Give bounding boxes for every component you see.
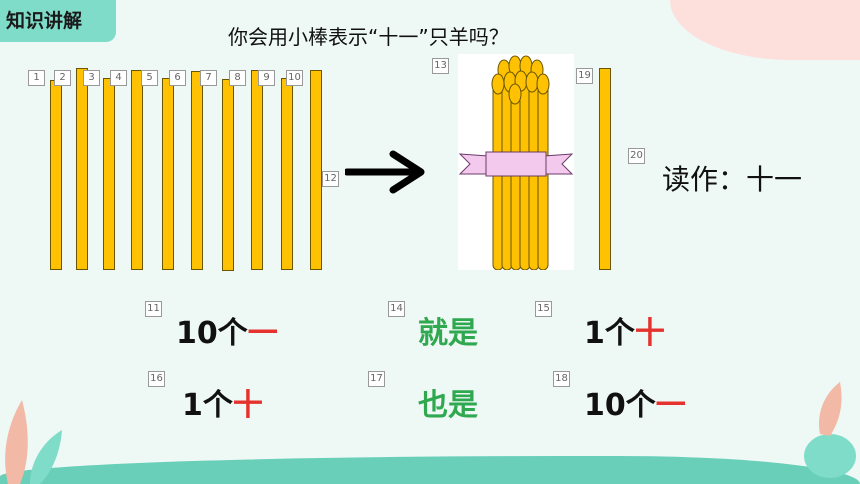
row1-right-text: 1个十: [584, 308, 665, 352]
row2-left-count: 1个: [182, 388, 233, 423]
single-stick: [599, 68, 611, 270]
row1-left-unit: 一: [247, 316, 278, 351]
number-box: 15: [535, 301, 552, 317]
number-box: 13: [432, 58, 449, 74]
row2-right-text: 10个一: [584, 380, 686, 424]
number-box: 20: [628, 148, 645, 164]
stick: [310, 70, 322, 270]
section-tag: 知识讲解: [0, 0, 116, 42]
stick: [191, 71, 203, 270]
number-box: 1: [28, 70, 45, 86]
stick: [222, 79, 234, 271]
number-box: 8: [229, 70, 246, 86]
question-text: 你会用小棒表示“十一”只羊吗？: [228, 25, 509, 49]
row2-left-text: 1个十: [182, 380, 263, 424]
decorative-blob-top: [670, 0, 860, 60]
row1-left-text: 10个一: [176, 308, 278, 352]
decorative-band-bottom: [0, 456, 860, 484]
row1-connector: 就是: [418, 316, 478, 351]
stick: [131, 70, 143, 270]
leaf-decoration-right-icon: [804, 382, 856, 478]
row1-right-count: 1个: [584, 316, 635, 351]
row2-right-unit: 一: [655, 388, 686, 423]
stick: [50, 80, 62, 270]
stick-bundle-icon: [458, 55, 574, 270]
stick: [251, 70, 263, 270]
reading-text: 读作：十一: [662, 163, 803, 196]
number-box: 2: [54, 70, 71, 86]
stick: [76, 68, 88, 270]
number-box: 17: [368, 371, 385, 387]
number-box: 10: [286, 70, 303, 86]
number-box: 7: [200, 70, 217, 86]
number-box: 3: [83, 70, 100, 86]
row1-right-unit: 十: [634, 316, 665, 351]
leaf-decoration-left-icon: [5, 400, 62, 484]
number-box: 18: [553, 371, 570, 387]
stick: [103, 78, 115, 270]
row1-left-count: 10个: [176, 316, 248, 351]
number-box: 4: [110, 70, 127, 86]
number-box: 12: [322, 171, 339, 187]
number-box: 16: [148, 371, 165, 387]
number-box: 5: [141, 70, 158, 86]
number-box: 6: [169, 70, 186, 86]
row2-connector: 也是: [418, 388, 478, 423]
number-box: 14: [388, 301, 405, 317]
number-box: 19: [576, 68, 593, 84]
number-box: 11: [145, 301, 162, 317]
number-box: 9: [258, 70, 275, 86]
stick: [162, 78, 174, 270]
right-arrow-icon: [345, 150, 425, 194]
row2-right-count: 10个: [584, 388, 656, 423]
stick: [281, 78, 293, 270]
row2-left-unit: 十: [232, 388, 263, 423]
